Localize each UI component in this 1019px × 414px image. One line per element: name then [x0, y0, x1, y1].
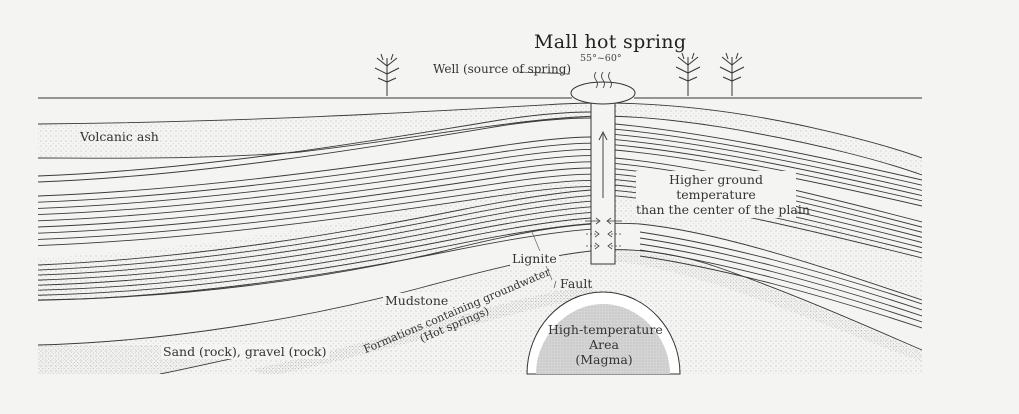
- stratum-line: [614, 123, 922, 181]
- stratum-line: [38, 200, 592, 276]
- stratum-line: [38, 111, 592, 177]
- fault-label: Fault: [560, 276, 593, 291]
- stratum-line: [614, 144, 922, 202]
- aquifer-dense-right: [616, 250, 922, 362]
- higher-temperature-label: Higher ground temperature than the cente…: [636, 171, 810, 218]
- stratum-line: [38, 206, 592, 281]
- stratum-line: [614, 149, 922, 207]
- stratum-line: [38, 148, 592, 209]
- stratum-line: [38, 211, 592, 286]
- magma-core: [536, 304, 670, 374]
- stratum-line: [38, 161, 592, 222]
- well-leader-line: [517, 71, 571, 75]
- rock-strata: [38, 102, 922, 374]
- layer-boundary: [38, 222, 922, 301]
- layer-boundary: [38, 249, 922, 351]
- stratum-line: [38, 155, 592, 216]
- arrow-icon: [598, 130, 608, 141]
- inflow-arrows: [585, 217, 622, 250]
- stratum-line: [38, 173, 592, 234]
- stratum-line: [614, 139, 922, 197]
- stratum-line: [38, 167, 592, 228]
- magma-line: High-temperature: [548, 322, 663, 337]
- stratum-line: [38, 186, 592, 247]
- higher-temperature-line: than the center of the plain: [636, 202, 810, 217]
- stratum-line: [639, 255, 922, 329]
- stratum-line: [38, 142, 592, 203]
- stratum-line: [38, 189, 592, 266]
- aquifer-dense: [250, 286, 600, 374]
- steam-icon: [594, 71, 612, 89]
- lignite-label: Lignite: [510, 251, 559, 266]
- mudstone-label: Mudstone: [383, 293, 451, 308]
- stratum-line: [38, 223, 592, 296]
- temperature-range: 55°~60°: [580, 53, 622, 64]
- stratum-line: [38, 179, 592, 240]
- page-title: Mall hot spring: [534, 31, 687, 53]
- stratum-line: [614, 128, 922, 186]
- magma-line: Area: [589, 337, 619, 352]
- stratum-line: [38, 136, 592, 197]
- layer-boundary: [38, 115, 922, 176]
- well-label: Well (source of spring): [433, 62, 572, 76]
- stratum-line: [38, 195, 592, 271]
- strata-lines-left: [38, 111, 592, 301]
- stratum-line: [38, 117, 592, 183]
- stratum-line: [38, 217, 592, 291]
- stratum-line: [639, 237, 922, 311]
- stratum-line: [639, 243, 922, 317]
- sand-gravel-label: Sand (rock), gravel (rock): [161, 344, 329, 359]
- bare-tree-icon: [675, 52, 701, 96]
- volcanic-ash-layer: [38, 102, 922, 175]
- magma-line: (Magma): [575, 352, 633, 367]
- magma-label: High-temperature Area (Magma): [548, 322, 663, 367]
- fault-leader-line: [553, 280, 557, 289]
- bare-tree-icon: [719, 52, 745, 96]
- stratum-line: [614, 133, 922, 191]
- stratum-line: [639, 231, 922, 305]
- volcanic-ash-label: Volcanic ash: [80, 129, 159, 144]
- higher-temperature-line: Higher ground: [669, 172, 763, 187]
- bare-tree-icon: [374, 53, 400, 96]
- higher-temperature-line: temperature: [676, 187, 756, 202]
- well-opening: [570, 81, 636, 105]
